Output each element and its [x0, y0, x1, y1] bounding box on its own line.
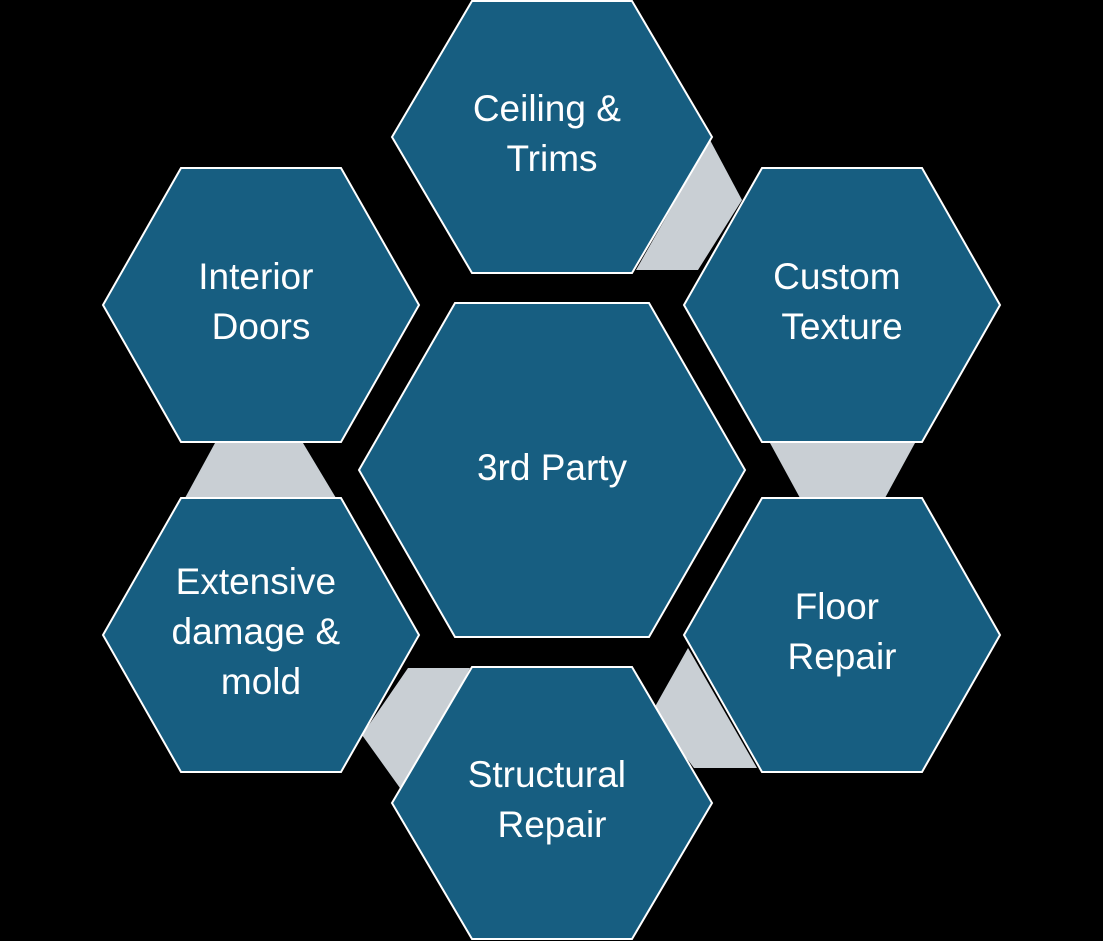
label-custom-texture: Custom Texture — [773, 256, 911, 347]
label-line: Custom — [773, 256, 900, 297]
label-interior-doors: Interior Doors — [198, 256, 323, 347]
label-line: Interior — [198, 256, 313, 297]
connector-custom-floor — [770, 443, 915, 498]
label-line: Repair — [498, 804, 607, 845]
center-node: 3rd Party — [357, 302, 747, 638]
node-floor-repair: Floor Repair — [682, 497, 1002, 773]
label-line: Repair — [788, 636, 897, 677]
label-line: Texture — [781, 306, 902, 347]
center-label: 3rd Party — [477, 447, 628, 488]
hexagon-floor-repair — [682, 497, 1002, 773]
label-line: Trims — [506, 138, 597, 179]
label-line: mold — [221, 661, 301, 702]
label-line: Ceiling & — [473, 88, 621, 129]
label-line: damage & — [172, 611, 341, 652]
node-ceiling-trims: Ceiling & Trims — [390, 0, 714, 274]
label-line: Doors — [212, 306, 311, 347]
connectors — [185, 140, 915, 795]
hexagon-structural-repair — [390, 666, 714, 940]
hexagon-custom-texture — [682, 167, 1002, 443]
label-line: Structural — [468, 754, 626, 795]
connector-structural-extensive — [362, 668, 470, 795]
hexagon-ceiling-trims — [390, 0, 714, 274]
hexagon-interior-doors — [101, 167, 421, 443]
center-hexagon — [357, 302, 747, 638]
center-label-line: 3rd Party — [477, 447, 628, 488]
node-structural-repair: Structural Repair — [390, 666, 714, 940]
label-line: Extensive — [176, 561, 336, 602]
node-interior-doors: Interior Doors — [101, 167, 421, 443]
connector-extensive-interior — [185, 443, 336, 498]
hexagon-extensive-damage-mold — [101, 497, 421, 773]
label-line: Floor — [795, 586, 879, 627]
node-extensive-damage-mold: Extensive damage & mold — [101, 497, 421, 773]
label-extensive-damage-mold: Extensive damage & mold — [172, 561, 351, 702]
connector-floor-structural — [652, 648, 757, 768]
connector-ceiling-custom — [636, 140, 742, 270]
label-floor-repair: Floor Repair — [788, 586, 897, 677]
label-structural-repair: Structural Repair — [468, 754, 637, 845]
label-ceiling-trims: Ceiling & Trims — [473, 88, 631, 179]
node-custom-texture: Custom Texture — [682, 167, 1002, 443]
